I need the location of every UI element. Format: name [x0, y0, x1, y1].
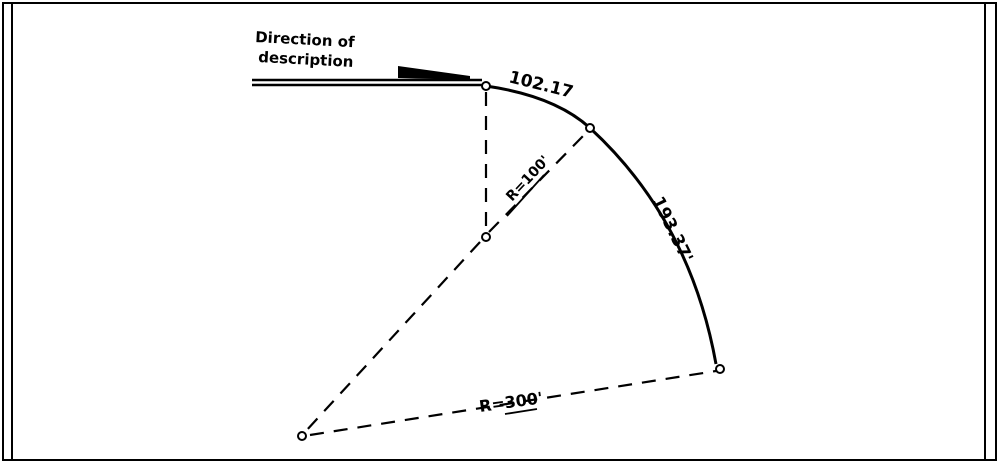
arc-length-label-large: 193.37' [648, 193, 697, 265]
radius-label-large: R=300' [478, 388, 544, 416]
arc-small [485, 84, 592, 130]
direction-label-line2: description [258, 48, 354, 71]
arc-large [588, 126, 718, 365]
radius-label-small-underline [506, 174, 545, 217]
radius-label-large-underline [504, 408, 538, 415]
point-pcc [585, 123, 595, 133]
radius-label-small: R=100' [503, 153, 553, 205]
point-center-small [481, 232, 491, 242]
point-center-large [297, 431, 307, 441]
point-pc [481, 81, 491, 91]
radius-large-diagonal [304, 241, 481, 433]
point-pt [715, 364, 725, 374]
direction-label-line1: Direction of [255, 28, 356, 51]
direction-arrowhead [398, 66, 470, 80]
radius-large-bottom [309, 369, 717, 437]
arc-length-label-small: 102.17 [507, 67, 575, 102]
